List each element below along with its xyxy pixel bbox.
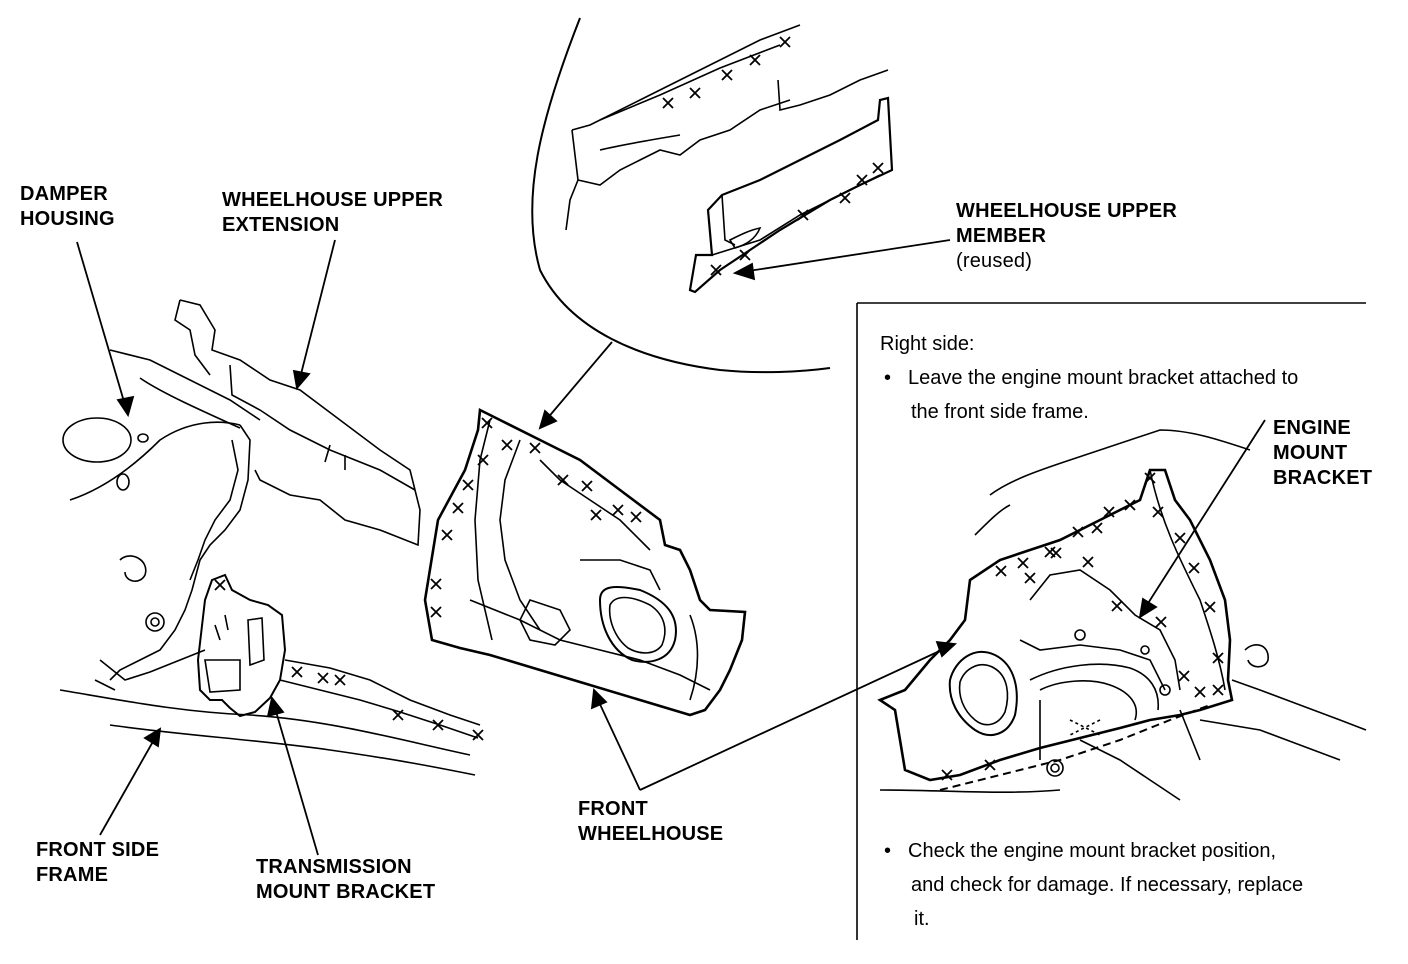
- body-structure-left: [59, 299, 484, 776]
- label-line: FRAME: [36, 864, 109, 886]
- label-transmission-mount-bracket: TRANSMISSION MOUNT BRACKET: [256, 855, 435, 905]
- note-line: Check the engine mount bracket position,: [908, 840, 1276, 862]
- bullet-icon: •: [884, 367, 892, 389]
- bullet-icon: •: [884, 840, 892, 862]
- note-line: the front side frame.: [911, 401, 1089, 423]
- note-line: and check for damage. If necessary, repl…: [911, 874, 1304, 896]
- label-reused-note: (reused): [956, 250, 1033, 272]
- label-front-side-frame: FRONT SIDE FRAME: [36, 838, 159, 888]
- note-line: Leave the engine mount bracket attached …: [908, 367, 1299, 389]
- note-line: it.: [914, 908, 930, 930]
- label-wheelhouse-upper-extension: WHEELHOUSE UPPER EXTENSION: [222, 188, 443, 238]
- front-wheelhouse-part: [423, 407, 747, 717]
- leader-detail-to-wheelhouse: [538, 341, 613, 430]
- label-line: MEMBER: [956, 225, 1047, 247]
- label-line: FRONT SIDE: [36, 839, 160, 861]
- label-line: WHEELHOUSE: [578, 823, 724, 845]
- leader-upper-member: [732, 239, 951, 281]
- leader-lines: [76, 239, 1266, 856]
- label-line: MOUNT BRACKET: [256, 881, 436, 903]
- right-side-box: [856, 302, 1366, 940]
- label-line: ENGINE: [1273, 417, 1351, 439]
- label-wheelhouse-upper-member: WHEELHOUSE UPPER MEMBER (reused): [956, 199, 1177, 274]
- note-bullet-1: • Leave the engine mount bracket attache…: [884, 361, 1299, 429]
- label-line: HOUSING: [20, 208, 115, 230]
- label-line: TRANSMISSION: [256, 856, 412, 878]
- label-damper-housing: DAMPER HOUSING: [20, 182, 115, 232]
- label-line: WHEELHOUSE UPPER: [956, 200, 1178, 222]
- right-side-title: Right side:: [880, 333, 975, 355]
- label-line: DAMPER: [20, 183, 108, 205]
- upper-member-detail: [531, 17, 894, 374]
- right-side-assembly: [877, 429, 1367, 801]
- label-front-wheelhouse: FRONT WHEELHOUSE: [578, 797, 723, 847]
- note-bullet-2: • Check the engine mount bracket positio…: [884, 834, 1304, 936]
- label-line: FRONT: [578, 798, 648, 820]
- label-line: EXTENSION: [222, 214, 340, 236]
- label-engine-mount-bracket: ENGINE MOUNT BRACKET: [1273, 416, 1372, 491]
- label-line: BRACKET: [1273, 467, 1373, 489]
- label-line: MOUNT: [1273, 442, 1348, 464]
- label-line: WHEELHOUSE UPPER: [222, 189, 444, 211]
